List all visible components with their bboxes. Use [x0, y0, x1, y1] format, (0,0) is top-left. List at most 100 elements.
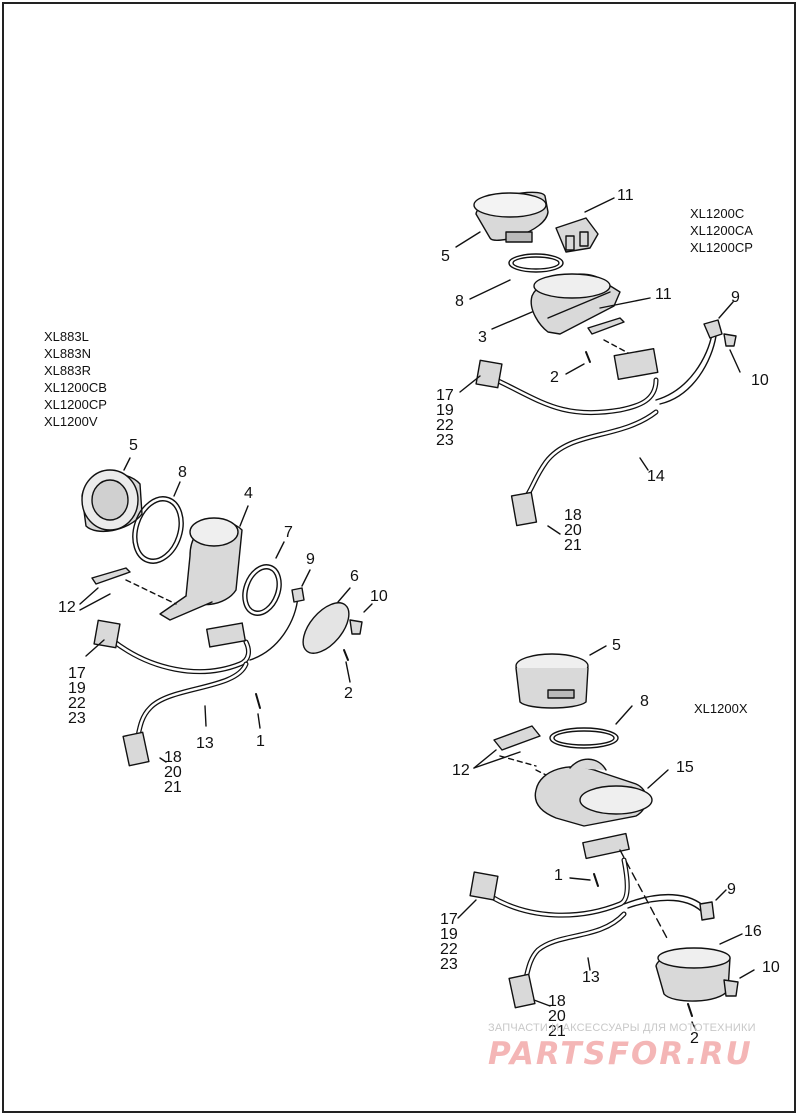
gasket-ring-bottom	[549, 727, 619, 749]
switch-9	[703, 319, 723, 339]
speedometer-part	[473, 191, 549, 243]
left-assembly	[79, 457, 373, 767]
callout-21: 21	[548, 1023, 566, 1040]
callout-22: 22	[436, 417, 454, 434]
model-label: XL1200CP	[44, 397, 107, 412]
callout-21: 21	[564, 537, 582, 554]
callout-20: 20	[164, 764, 182, 781]
callout-11b: 11	[655, 286, 672, 303]
model-list-top-right: XL1200C XL1200CA XL1200CP	[690, 205, 753, 256]
bulb-socket-upper	[555, 217, 599, 253]
callout-19: 19	[440, 926, 458, 943]
base-cup-16	[655, 947, 731, 1002]
model-label: XL883L	[44, 329, 89, 344]
callout-16-bottom: 16	[744, 923, 762, 940]
callout-10: 10	[751, 372, 769, 389]
back-plate-6	[302, 602, 350, 654]
callout-12-bottom: 12	[452, 762, 470, 779]
callout-18: 18	[548, 993, 566, 1010]
callout-5: 5	[441, 248, 450, 265]
callout-4-left: 4	[244, 485, 253, 502]
connector-lamp	[613, 348, 659, 380]
connector-17	[475, 359, 503, 389]
bottom-right-assembly	[457, 645, 755, 1031]
connector-17-bottom	[469, 871, 499, 901]
callout-18: 18	[164, 749, 182, 766]
model-label: XL1200CP	[690, 240, 753, 255]
callout-10-bottom: 10	[762, 959, 780, 976]
callout-20: 20	[548, 1008, 566, 1025]
wiring-harness-13	[109, 595, 299, 739]
callout-23: 23	[440, 956, 458, 973]
callout-19: 19	[68, 680, 86, 697]
callout-stack-17: 17 19 22 23	[436, 387, 454, 449]
callout-21: 21	[164, 779, 182, 796]
top-right-assembly	[455, 191, 741, 535]
callout-17: 17	[436, 387, 454, 404]
cap-10	[723, 333, 737, 347]
model-label: XL1200C	[690, 206, 745, 221]
callout-14: 14	[647, 468, 665, 485]
callout-23: 23	[68, 710, 86, 727]
callout-stack-18-bottom: 18 20 21	[548, 993, 566, 1040]
housing-part	[530, 273, 621, 335]
callout-10-left: 10	[370, 588, 388, 605]
wiring-harness-14	[489, 333, 717, 497]
callout-19: 19	[436, 402, 454, 419]
callout-2-bottom: 2	[690, 1030, 699, 1047]
switch-9-left	[291, 587, 305, 603]
model-list-bottom-right: XL1200X	[694, 700, 748, 717]
callout-13-bottom: 13	[582, 969, 600, 986]
callout-stack-18: 18 20 21	[564, 507, 582, 554]
callout-11: 11	[617, 187, 634, 204]
callout-8-bottom: 8	[640, 693, 649, 710]
callout-12-left: 12	[58, 599, 76, 616]
callout-22: 22	[440, 941, 458, 958]
switch-9-bottom	[699, 901, 715, 921]
connector-lamp-left	[206, 622, 246, 648]
callout-20: 20	[564, 522, 582, 539]
model-label: XL1200CA	[690, 223, 753, 238]
model-label: XL1200X	[694, 701, 748, 716]
watermark-logo: PARTSFOR.RU	[488, 1036, 753, 1072]
gasket-ring-left	[132, 496, 184, 564]
callout-2-left: 2	[344, 685, 353, 702]
indicator-12-left	[91, 567, 131, 585]
callout-17: 17	[440, 911, 458, 928]
callout-8-left: 8	[178, 464, 187, 481]
model-label: XL1200V	[44, 414, 98, 429]
callout-13-left: 13	[196, 735, 214, 752]
connector-18	[510, 491, 538, 527]
model-list-left: XL883L XL883N XL883R XL1200CB XL1200CP X…	[44, 328, 107, 430]
callout-9-bottom: 9	[727, 881, 736, 898]
mount-cup-4	[159, 517, 243, 621]
mount-bracket-15	[534, 758, 653, 827]
wiring-harness-13-bottom	[487, 857, 707, 981]
speedometer-part-left	[81, 469, 143, 533]
callout-1-left: 1	[256, 733, 265, 750]
callout-7-left: 7	[284, 524, 293, 541]
callout-23: 23	[436, 432, 454, 449]
connector-18-bottom	[508, 973, 536, 1009]
cap-10-left	[349, 619, 363, 635]
connector-18-left	[122, 731, 150, 767]
callout-9: 9	[731, 289, 740, 306]
callout-17: 17	[68, 665, 86, 682]
callout-8: 8	[455, 293, 464, 310]
callout-6-left: 6	[350, 568, 359, 585]
connector-lamp-bottom	[582, 832, 630, 860]
watermark-tagline: ЗАПЧАСТИ И АКСЕССУАРЫ ДЛЯ МОТОТЕХНИКИ	[488, 1022, 756, 1034]
callout-3: 3	[478, 329, 487, 346]
callout-stack-17-bottom: 17 19 22 23	[440, 911, 458, 973]
cap-10-bottom	[723, 979, 739, 997]
callout-2: 2	[550, 369, 559, 386]
callout-18: 18	[564, 507, 582, 524]
model-label: XL883N	[44, 346, 91, 361]
callout-stack-17-left: 17 19 22 23	[68, 665, 86, 727]
callout-15-bottom: 15	[676, 759, 694, 776]
model-label: XL883R	[44, 363, 91, 378]
model-label: XL1200CB	[44, 380, 107, 395]
callout-stack-18-left: 18 20 21	[164, 749, 182, 796]
